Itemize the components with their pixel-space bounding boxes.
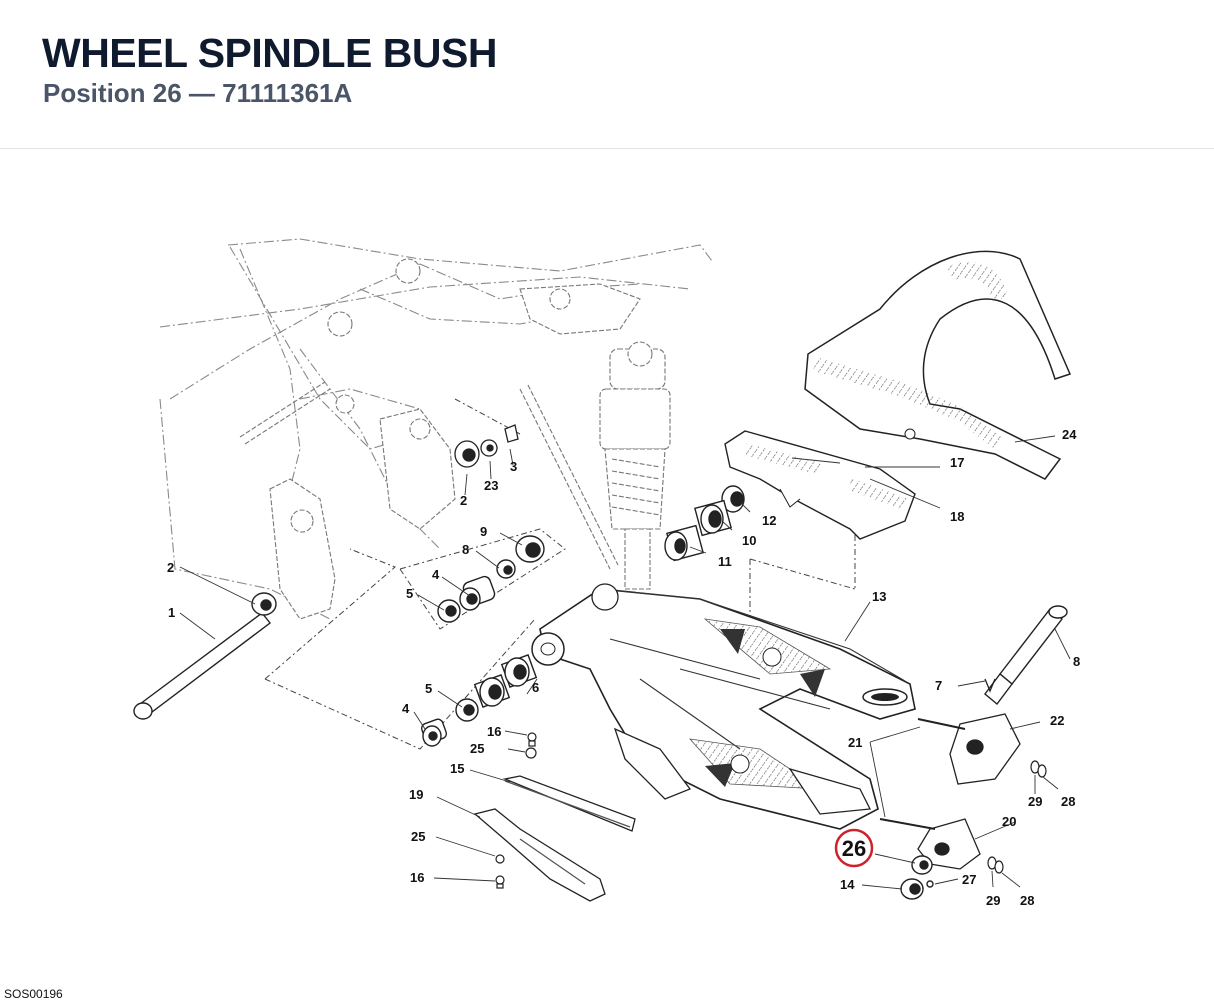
callout-18: 17 xyxy=(950,455,964,470)
highlight-callout-26[interactable]: 26 xyxy=(834,828,874,868)
callout-14: 14 xyxy=(840,877,855,892)
chain-guard-24 xyxy=(804,250,1072,480)
callout-10: 9 xyxy=(480,524,487,539)
swingarm-13 xyxy=(531,583,916,830)
chain-slider-15 xyxy=(502,775,636,832)
callout-9: 8 xyxy=(462,542,469,557)
callout-3: 3 xyxy=(510,459,517,474)
chain-slider-17 xyxy=(473,808,606,902)
callout-15: 15 xyxy=(450,761,464,776)
callout-22: 22 xyxy=(1050,713,1064,728)
linkage-rods xyxy=(239,381,619,570)
drawing-code: SOS00196 xyxy=(4,987,63,1001)
bushes-4-5-6-lower xyxy=(420,654,538,747)
callout-28: 28 xyxy=(1061,794,1075,809)
callout-labels: 2 1 2 23 3 4 5 8 9 5 4 6 12 10 11 17 18 … xyxy=(167,427,1080,908)
page-header: WHEEL SPINDLE BUSH Position 26 — 7111136… xyxy=(0,0,1214,149)
wheel-spindle-8 xyxy=(984,605,1068,706)
chain-adjuster-22 xyxy=(917,678,1021,785)
callout-16b: 16 xyxy=(410,870,424,885)
callout-20: 20 xyxy=(1002,814,1016,829)
highlight-ring[interactable] xyxy=(834,828,874,868)
callout-13: 13 xyxy=(872,589,886,604)
callout-2: 2 xyxy=(167,560,174,575)
exploded-parts-diagram: 2 1 2 23 3 4 5 8 9 5 4 6 12 10 11 17 18 … xyxy=(0,149,1214,1003)
callout-10b: 10 xyxy=(742,533,756,548)
bushes-4-5-9-10 xyxy=(437,535,545,623)
callout-1: 1 xyxy=(168,605,175,620)
washers-28-29 xyxy=(987,760,1047,874)
callout-23: 23 xyxy=(484,478,498,493)
rear-shock-absorber xyxy=(599,341,671,590)
callout-17: 19 xyxy=(409,787,423,802)
callout-28b: 28 xyxy=(1020,893,1034,908)
screws-16-25 xyxy=(495,732,537,889)
frame-brackets xyxy=(269,258,641,620)
page-subtitle: Position 26 — 71111361A xyxy=(43,78,353,108)
callout-6: 6 xyxy=(532,680,539,695)
callout-25: 25 xyxy=(470,741,484,756)
callout-2b: 2 xyxy=(460,493,467,508)
diagram-drawing: 2 1 2 23 3 4 5 8 9 5 4 6 12 10 11 17 18 … xyxy=(133,238,1080,908)
page-title: WHEEL SPINDLE BUSH xyxy=(42,30,497,76)
callout-leader-lines xyxy=(179,435,1071,890)
callout-24: 24 xyxy=(1062,427,1077,442)
callout-5: 5 xyxy=(406,586,413,601)
callout-8: 8 xyxy=(1073,654,1080,669)
callout-7: 7 xyxy=(935,678,942,693)
wheel-spindle-bush-26 xyxy=(911,855,933,875)
callout-5b: 5 xyxy=(425,681,432,696)
callout-4: 4 xyxy=(432,567,440,582)
swingarm-pivot-shaft-1 xyxy=(133,592,277,720)
spindle-bush-14 xyxy=(900,878,934,900)
highlight-label[interactable]: 26 xyxy=(842,836,866,861)
callout-29b: 29 xyxy=(986,893,1000,908)
chain-adjuster-20 xyxy=(879,818,981,870)
bushes-2-3-23 xyxy=(454,424,519,468)
callout-19: 18 xyxy=(950,509,964,524)
callout-25b: 25 xyxy=(411,829,425,844)
callout-12: 12 xyxy=(762,513,776,528)
bushes-10-11-12 xyxy=(664,485,745,562)
callout-29: 29 xyxy=(1028,794,1042,809)
callout-16: 16 xyxy=(487,724,501,739)
callout-21: 21 xyxy=(848,735,862,750)
callout-27: 27 xyxy=(962,872,976,887)
chain-cover-19 xyxy=(724,430,916,540)
callout-4b: 4 xyxy=(402,701,410,716)
callout-11: 11 xyxy=(718,554,732,569)
